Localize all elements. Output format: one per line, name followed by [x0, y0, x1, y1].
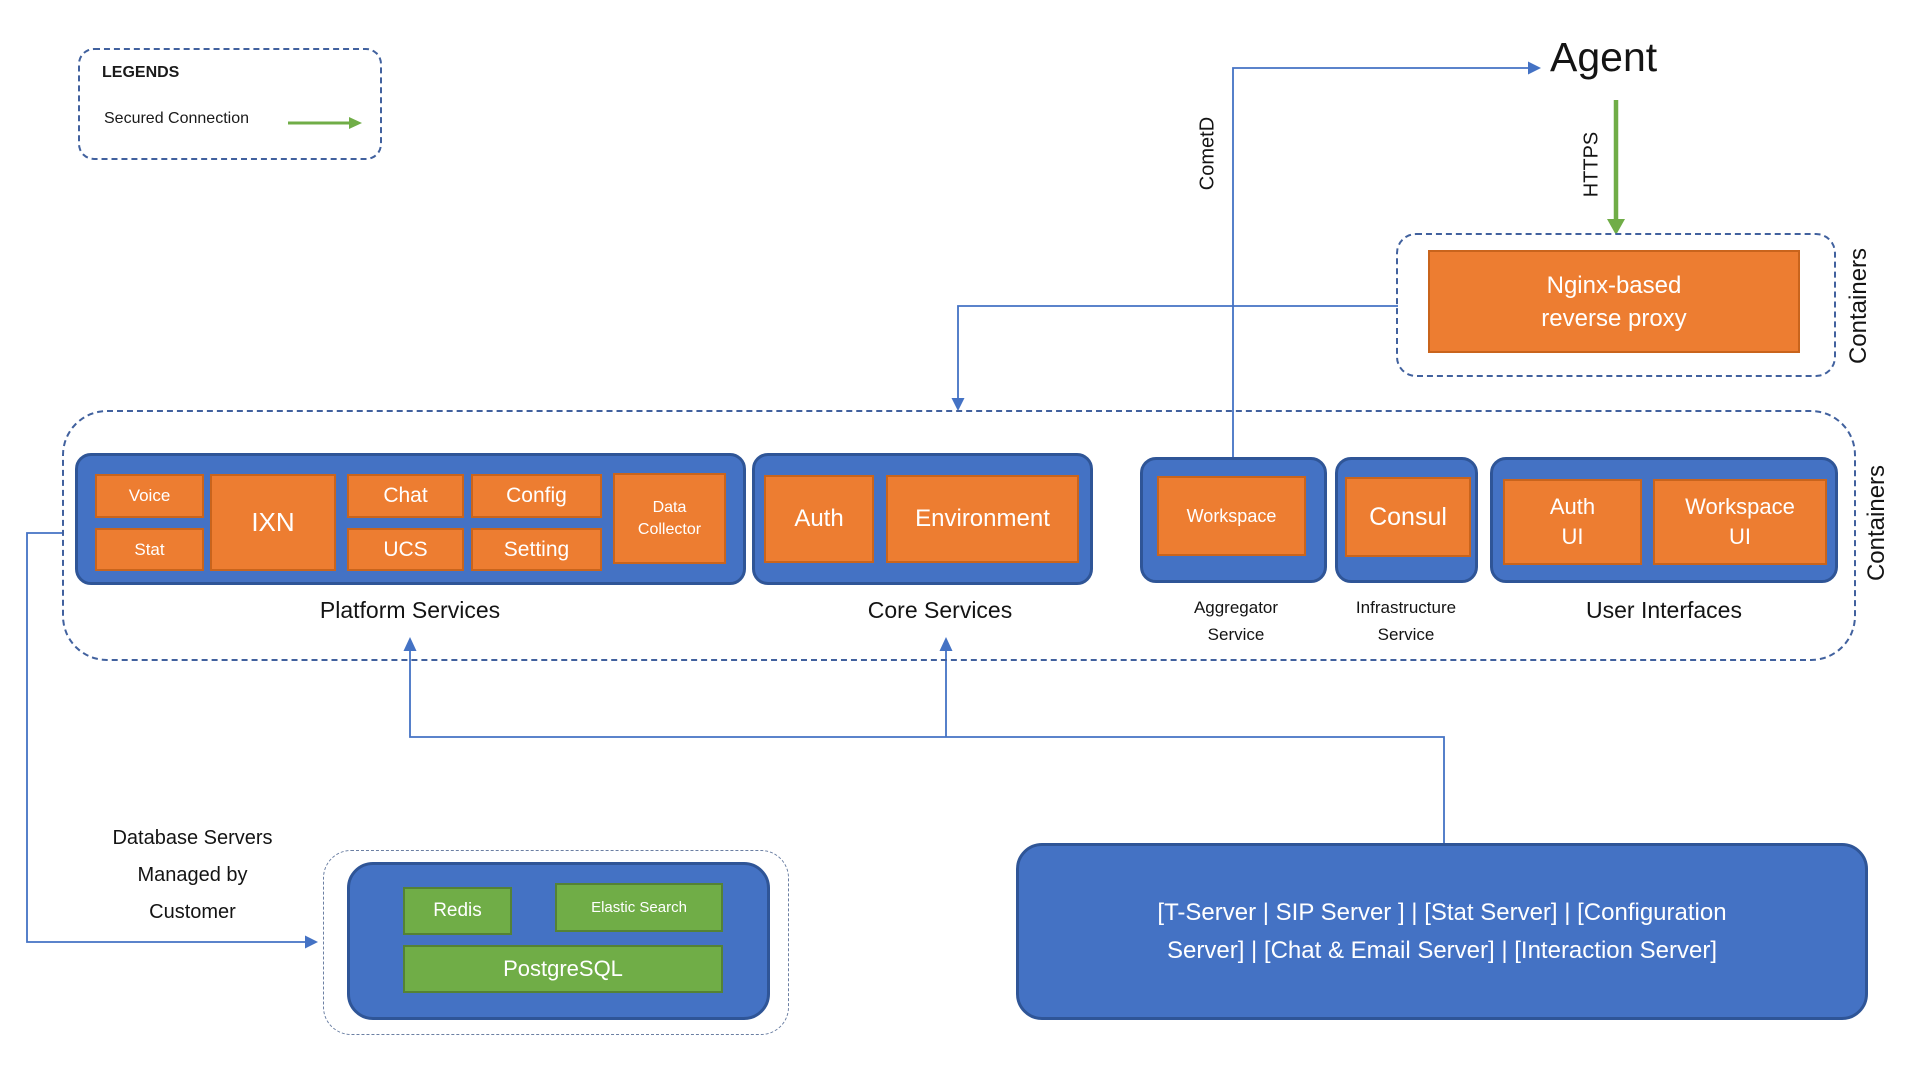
- service-config: Config: [471, 474, 602, 518]
- core-services-label: Core Services: [867, 597, 1013, 623]
- service-voice: Voice: [95, 474, 204, 518]
- external-servers-box: [T-Server | SIP Server ] | [Stat Server]…: [1157, 898, 1727, 964]
- service-auth-ui: Auth UI: [1503, 479, 1642, 565]
- containers-to-database-arrowhead: [305, 935, 318, 949]
- service-ixn: IXN: [210, 474, 336, 571]
- database-caption: Database Servers Managed by Customer: [112, 827, 273, 923]
- nginx-to-core-connector-line: [957, 305, 1398, 398]
- agent-label: Agent: [1550, 34, 1658, 80]
- service-data-collector: Data Collector: [613, 473, 726, 564]
- service-setting: Setting: [471, 528, 602, 571]
- https-label: HTTPS: [1580, 131, 1603, 198]
- db-redis: Redis: [403, 887, 512, 935]
- nginx-reverse-proxy-box: Nginx-based reverse proxy: [1428, 250, 1800, 353]
- cometd-label: CometD: [1196, 116, 1219, 191]
- service-consul: Consul: [1345, 477, 1471, 557]
- aggregator-service-label: Aggregator Service: [1193, 598, 1279, 644]
- platform-services-label: Platform Services: [319, 597, 501, 623]
- user-interfaces-label: User Interfaces: [1586, 597, 1742, 623]
- servers-to-platform-connector-line: [409, 651, 1445, 843]
- cometd-arrowhead: [1528, 61, 1541, 75]
- legend-box: LEGENDS Secured Connection: [78, 48, 382, 160]
- nginx-container: [1396, 233, 1836, 377]
- service-ucs: UCS: [347, 528, 464, 571]
- service-auth: Auth: [764, 475, 874, 563]
- db-postgresql: PostgreSQL: [403, 945, 723, 993]
- legend-title: LEGENDS: [102, 64, 180, 81]
- nginx-containers-label: Containers: [1845, 247, 1872, 365]
- service-workspace-ui: Workspace UI: [1653, 479, 1827, 565]
- legend-item-label: Secured Connection: [104, 110, 249, 127]
- main-containers-box: [62, 410, 1856, 661]
- db-elastic-search: Elastic Search: [555, 883, 723, 932]
- service-stat: Stat: [95, 528, 204, 571]
- service-chat: Chat: [347, 474, 464, 518]
- service-environment: Environment: [886, 475, 1079, 563]
- service-workspace: Workspace: [1157, 476, 1306, 556]
- infrastructure-service-label: Infrastructure Service: [1355, 598, 1457, 644]
- main-containers-label: Containers: [1863, 464, 1890, 582]
